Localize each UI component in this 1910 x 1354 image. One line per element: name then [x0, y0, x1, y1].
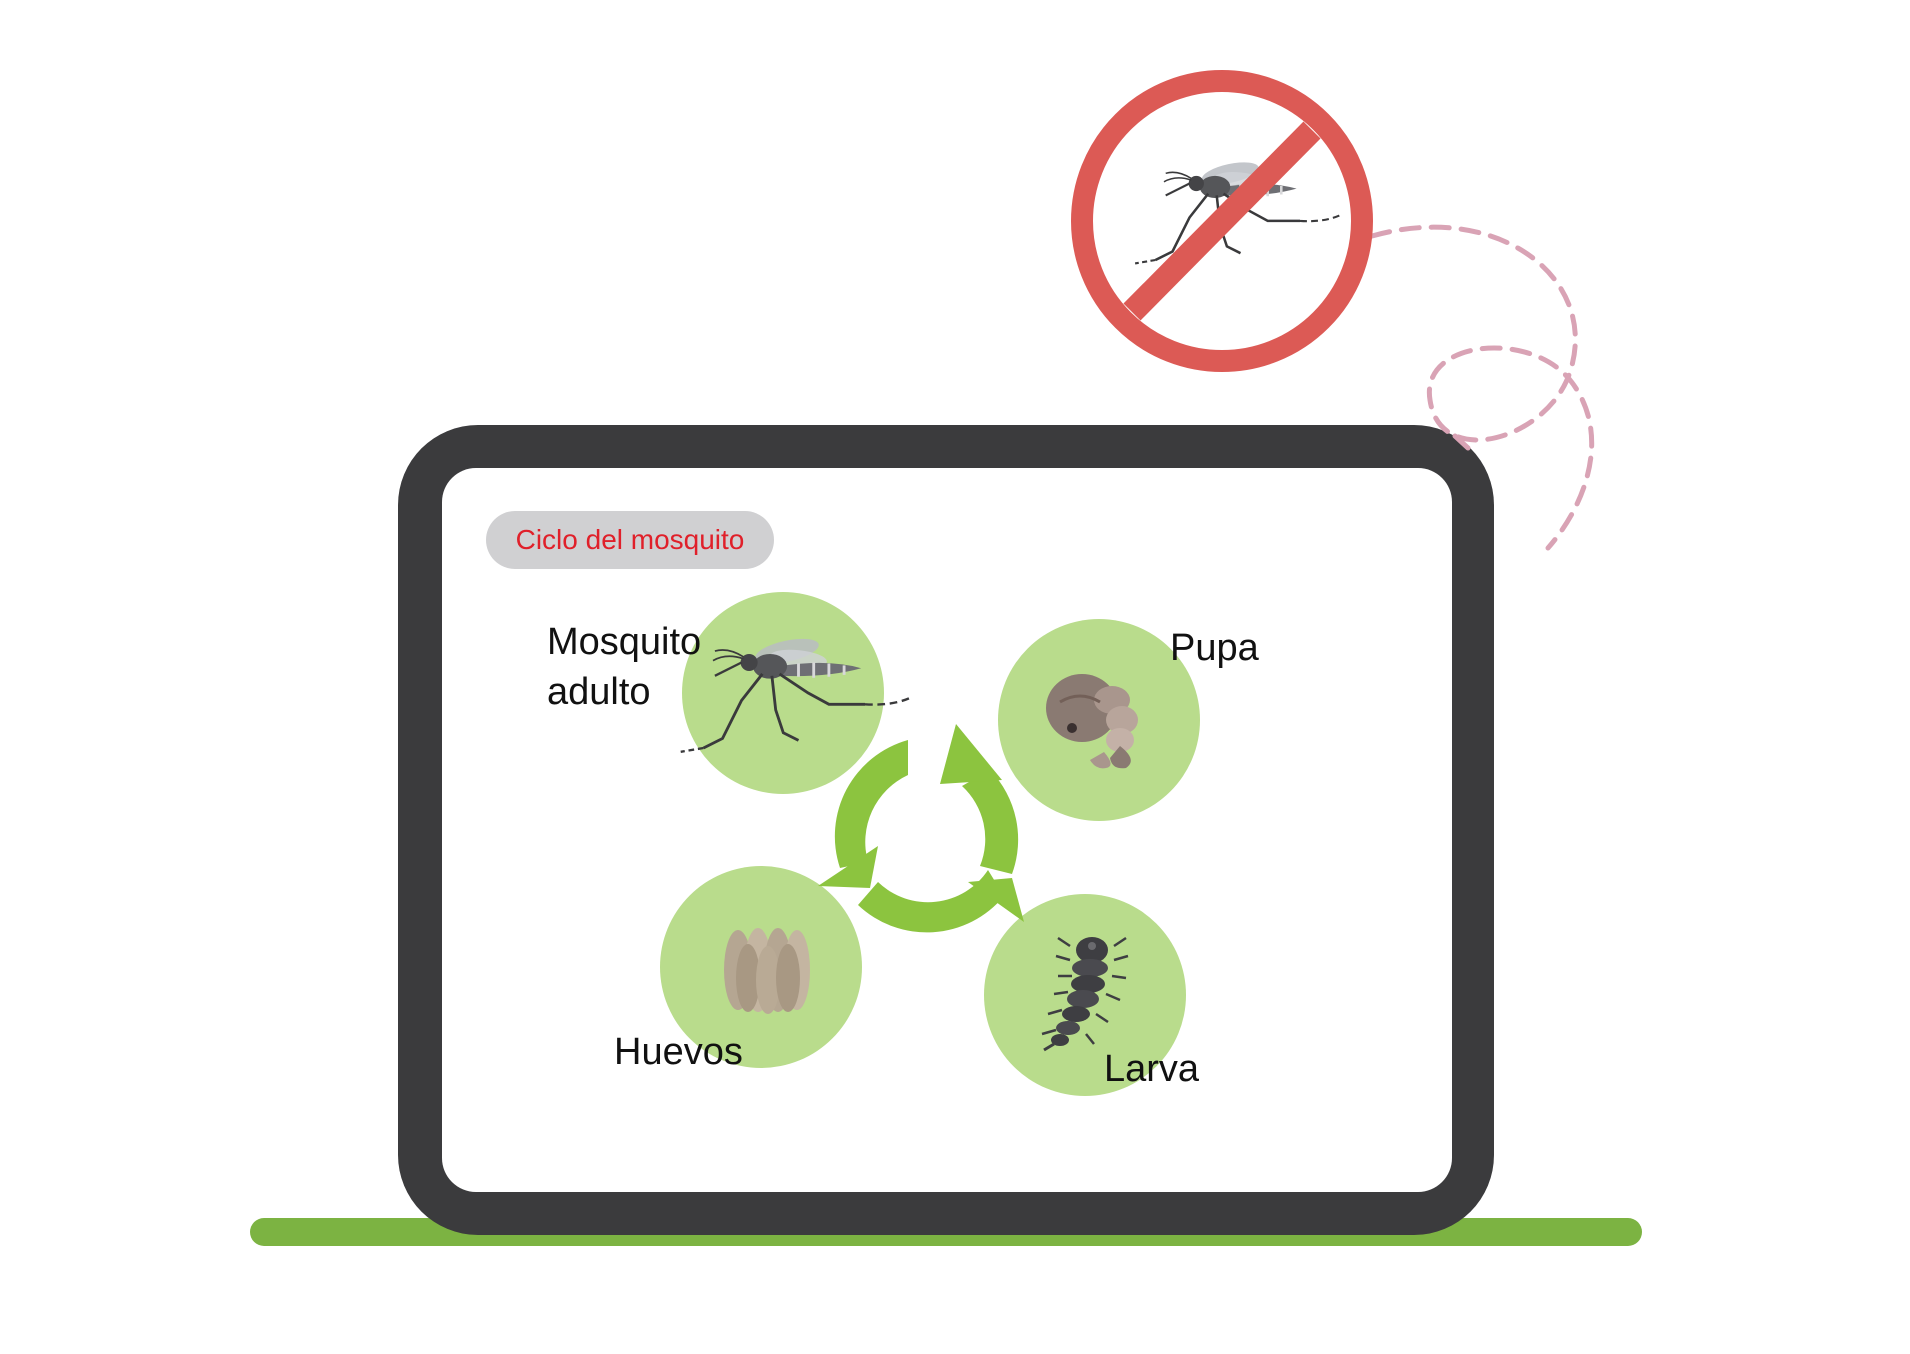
label-eggs: Huevos	[614, 1031, 743, 1073]
no-mosquito-icon	[1082, 81, 1362, 361]
label-pupa: Pupa	[1170, 627, 1260, 669]
label-larva: Larva	[1104, 1048, 1200, 1090]
title-badge: Ciclo del mosquito	[486, 511, 774, 569]
label-adult-line2: adulto	[547, 671, 651, 713]
eggs-icon	[724, 928, 810, 1014]
badge-title: Ciclo del mosquito	[516, 524, 745, 555]
stage-circle-adult	[682, 592, 884, 794]
label-adult-line1: Mosquito	[547, 621, 701, 663]
tablet-screen	[442, 468, 1452, 1192]
